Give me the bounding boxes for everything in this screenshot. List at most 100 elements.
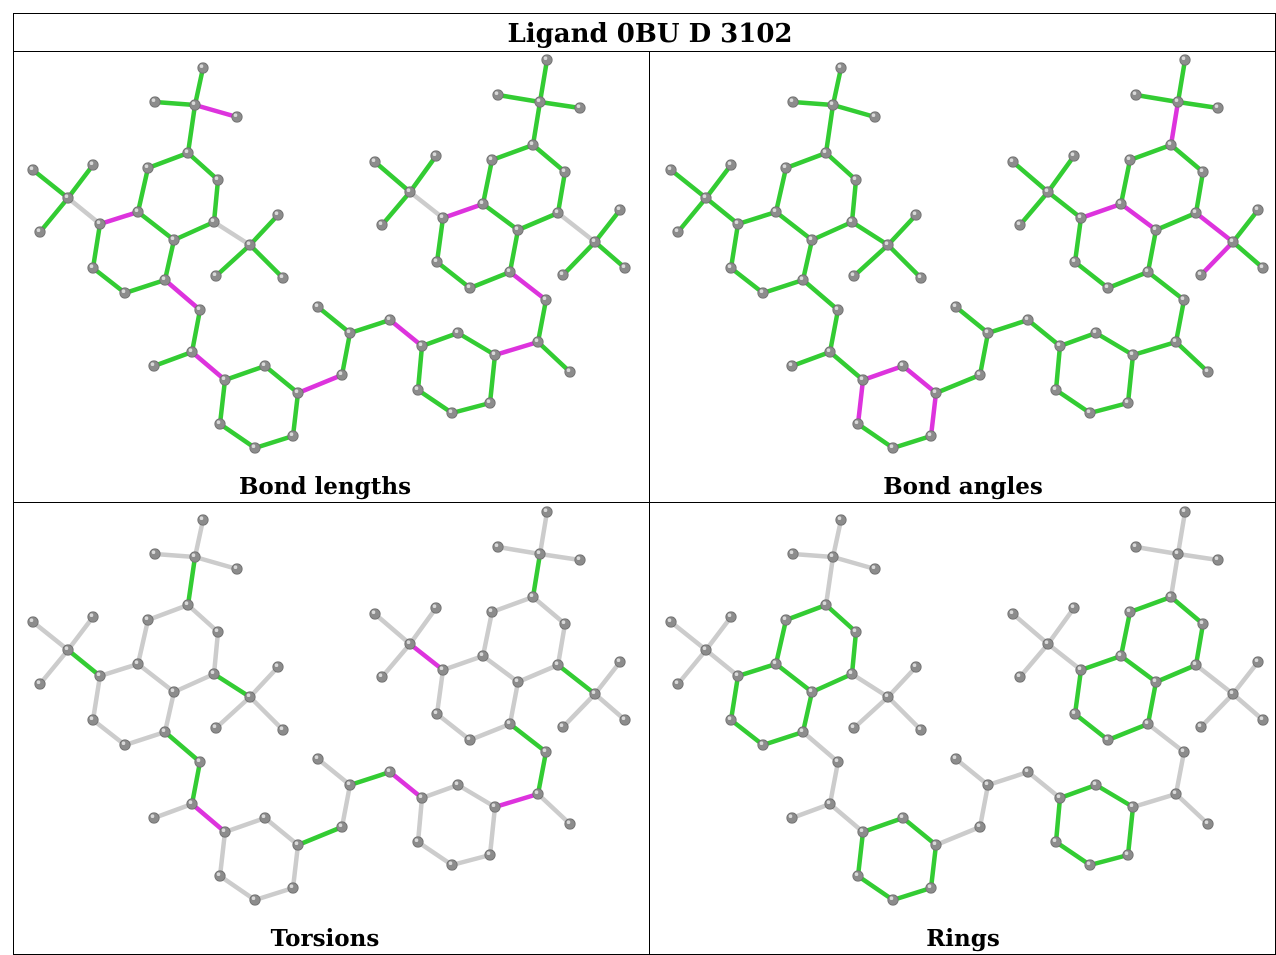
atom-shine xyxy=(788,362,793,367)
bond xyxy=(489,142,536,163)
bond xyxy=(1078,201,1124,221)
atom-shine xyxy=(338,371,343,376)
bond xyxy=(928,842,939,891)
atom xyxy=(149,96,161,108)
bond xyxy=(247,242,286,281)
bond xyxy=(495,544,543,557)
atom-shine xyxy=(294,841,299,845)
bond xyxy=(162,729,203,765)
atom-shine xyxy=(1070,604,1075,608)
atom xyxy=(182,147,194,159)
atom xyxy=(1212,102,1224,114)
bond xyxy=(185,102,198,156)
atom-shine xyxy=(1204,368,1209,373)
atom xyxy=(219,826,231,838)
atom xyxy=(1050,836,1062,848)
atom xyxy=(848,722,860,734)
bond xyxy=(1198,691,1236,730)
atom xyxy=(292,387,304,399)
atom-shine xyxy=(371,158,376,162)
bond xyxy=(530,142,568,175)
bond xyxy=(1230,691,1266,723)
atom xyxy=(214,870,226,882)
atom xyxy=(1084,407,1096,419)
atom xyxy=(94,670,106,682)
bond xyxy=(290,842,301,891)
bond xyxy=(933,372,983,396)
bond xyxy=(800,729,841,765)
bond xyxy=(211,177,221,225)
atom xyxy=(431,256,443,268)
bond xyxy=(145,150,191,171)
atom xyxy=(852,418,864,430)
atom xyxy=(1007,608,1019,620)
bond xyxy=(192,554,240,572)
atom-shine xyxy=(89,716,94,720)
atom xyxy=(194,756,206,768)
bond xyxy=(347,769,393,788)
atom-shine xyxy=(1229,238,1234,242)
bond xyxy=(1017,189,1051,228)
atom xyxy=(1075,664,1087,676)
atom-shine xyxy=(889,444,894,449)
bond xyxy=(823,554,836,608)
bond xyxy=(372,159,413,195)
atom-shine xyxy=(371,610,376,614)
atom xyxy=(210,270,222,282)
atom xyxy=(214,418,226,430)
atom-shine xyxy=(346,781,351,785)
atom-shine xyxy=(1129,803,1134,807)
atom xyxy=(1022,766,1034,778)
atom-shine xyxy=(36,680,41,684)
atom-shine xyxy=(1092,781,1097,785)
atom xyxy=(786,812,798,824)
bond xyxy=(415,795,425,845)
bond xyxy=(192,65,206,108)
bond xyxy=(773,661,815,695)
atom-shine xyxy=(89,613,94,617)
bond xyxy=(152,551,198,560)
atom-shine xyxy=(1024,768,1029,772)
atom-shine xyxy=(789,98,794,102)
atom-shine xyxy=(96,220,101,224)
atom xyxy=(665,164,677,176)
atom-shine xyxy=(1086,409,1091,414)
bond xyxy=(860,815,906,835)
bond xyxy=(1010,159,1051,195)
panel-torsions xyxy=(27,506,631,906)
atom xyxy=(119,287,131,299)
bond xyxy=(315,304,353,336)
atom-shine xyxy=(184,149,189,153)
atom-shine xyxy=(1124,399,1129,404)
atom xyxy=(504,718,516,730)
atom xyxy=(672,226,684,238)
atom-shine xyxy=(554,209,559,213)
atom xyxy=(142,162,154,174)
atom-shine xyxy=(448,861,453,865)
atom-shine xyxy=(1214,104,1219,108)
atom-shine xyxy=(150,814,155,818)
atom xyxy=(1090,779,1102,791)
atom xyxy=(404,186,416,198)
bond xyxy=(823,102,836,156)
atom xyxy=(614,204,626,216)
bond xyxy=(415,387,455,416)
atom-shine xyxy=(216,872,221,876)
bond xyxy=(1072,215,1084,265)
atom xyxy=(1227,236,1239,248)
atom xyxy=(87,262,99,274)
atom xyxy=(1130,541,1142,553)
atom-shine xyxy=(1009,610,1014,614)
atom xyxy=(1102,734,1114,746)
atom xyxy=(1090,327,1102,339)
bond xyxy=(1093,782,1136,810)
atom-shine xyxy=(279,274,284,279)
atom xyxy=(492,541,504,553)
bond xyxy=(1173,297,1187,345)
atom-shine xyxy=(788,814,793,818)
atom-shine xyxy=(822,149,827,153)
bond xyxy=(592,239,628,271)
bond xyxy=(860,363,906,383)
atom-shine xyxy=(1124,851,1129,855)
atom-shine xyxy=(144,164,149,168)
